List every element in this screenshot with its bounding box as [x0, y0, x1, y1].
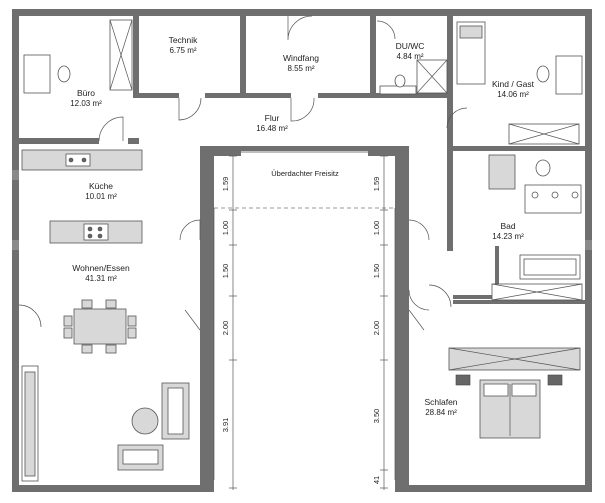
- office-fixture: [57, 65, 71, 83]
- courtyard-label: Überdachter Freisitz: [271, 169, 339, 178]
- room-area-kueche: 10.01 m²: [85, 192, 117, 201]
- room-area-bad: 14.23 m²: [492, 232, 524, 241]
- round-table: [131, 407, 159, 435]
- room-area-duwc: 4.84 m²: [396, 52, 423, 61]
- room-name-flur: Flur: [265, 113, 280, 123]
- dim-left-2: 1.00: [221, 221, 230, 236]
- room-labels: Büro 12.03 m² Technik 6.75 m² Windfang 8…: [70, 35, 534, 417]
- room-name-kind: Kind / Gast: [492, 79, 535, 89]
- doors: [18, 15, 468, 331]
- room-area-schlafen: 28.84 m²: [425, 408, 457, 417]
- room-name-bad: Bad: [500, 221, 515, 231]
- room-name-schlafen: Schlafen: [424, 397, 457, 407]
- room-area-wohnen: 41.31 m²: [85, 274, 117, 283]
- room-name-buero: Büro: [77, 88, 95, 98]
- dim-right-4: 2.00: [372, 321, 381, 336]
- dim-right-1: 1.59: [372, 177, 381, 192]
- room-name-technik: Technik: [169, 35, 199, 45]
- dim-left-5: 3.91: [221, 418, 230, 433]
- dim-right-3: 1.50: [372, 264, 381, 279]
- dim-left-1: 1.59: [221, 177, 230, 192]
- furniture: [21, 19, 583, 482]
- dim-left-4: 2.00: [221, 321, 230, 336]
- room-name-wohnen: Wohnen/Essen: [72, 263, 130, 273]
- exterior-walls: [12, 9, 592, 492]
- dim-right-6: 41: [372, 476, 381, 484]
- dim-right-5: 3.50: [372, 409, 381, 424]
- room-name-duwc: DU/WC: [396, 41, 425, 51]
- room-name-windfang: Windfang: [283, 53, 319, 63]
- dim-left-3: 1.50: [221, 264, 230, 279]
- room-area-buero: 12.03 m²: [70, 99, 102, 108]
- room-area-flur: 16.48 m²: [256, 124, 288, 133]
- courtyard: Überdachter Freisitz: [213, 151, 396, 480]
- room-area-kind: 14.06 m²: [497, 90, 529, 99]
- room-area-technik: 6.75 m²: [169, 46, 196, 55]
- dining-table: [73, 308, 127, 345]
- room-area-windfang: 8.55 m²: [287, 64, 314, 73]
- interior-walls: [12, 16, 592, 304]
- dimension-lines: 1.59 1.00 1.50 2.00 3.91 1.59 1.00 1.50 …: [221, 155, 388, 490]
- dim-right-2: 1.00: [372, 221, 381, 236]
- room-name-kueche: Küche: [89, 181, 113, 191]
